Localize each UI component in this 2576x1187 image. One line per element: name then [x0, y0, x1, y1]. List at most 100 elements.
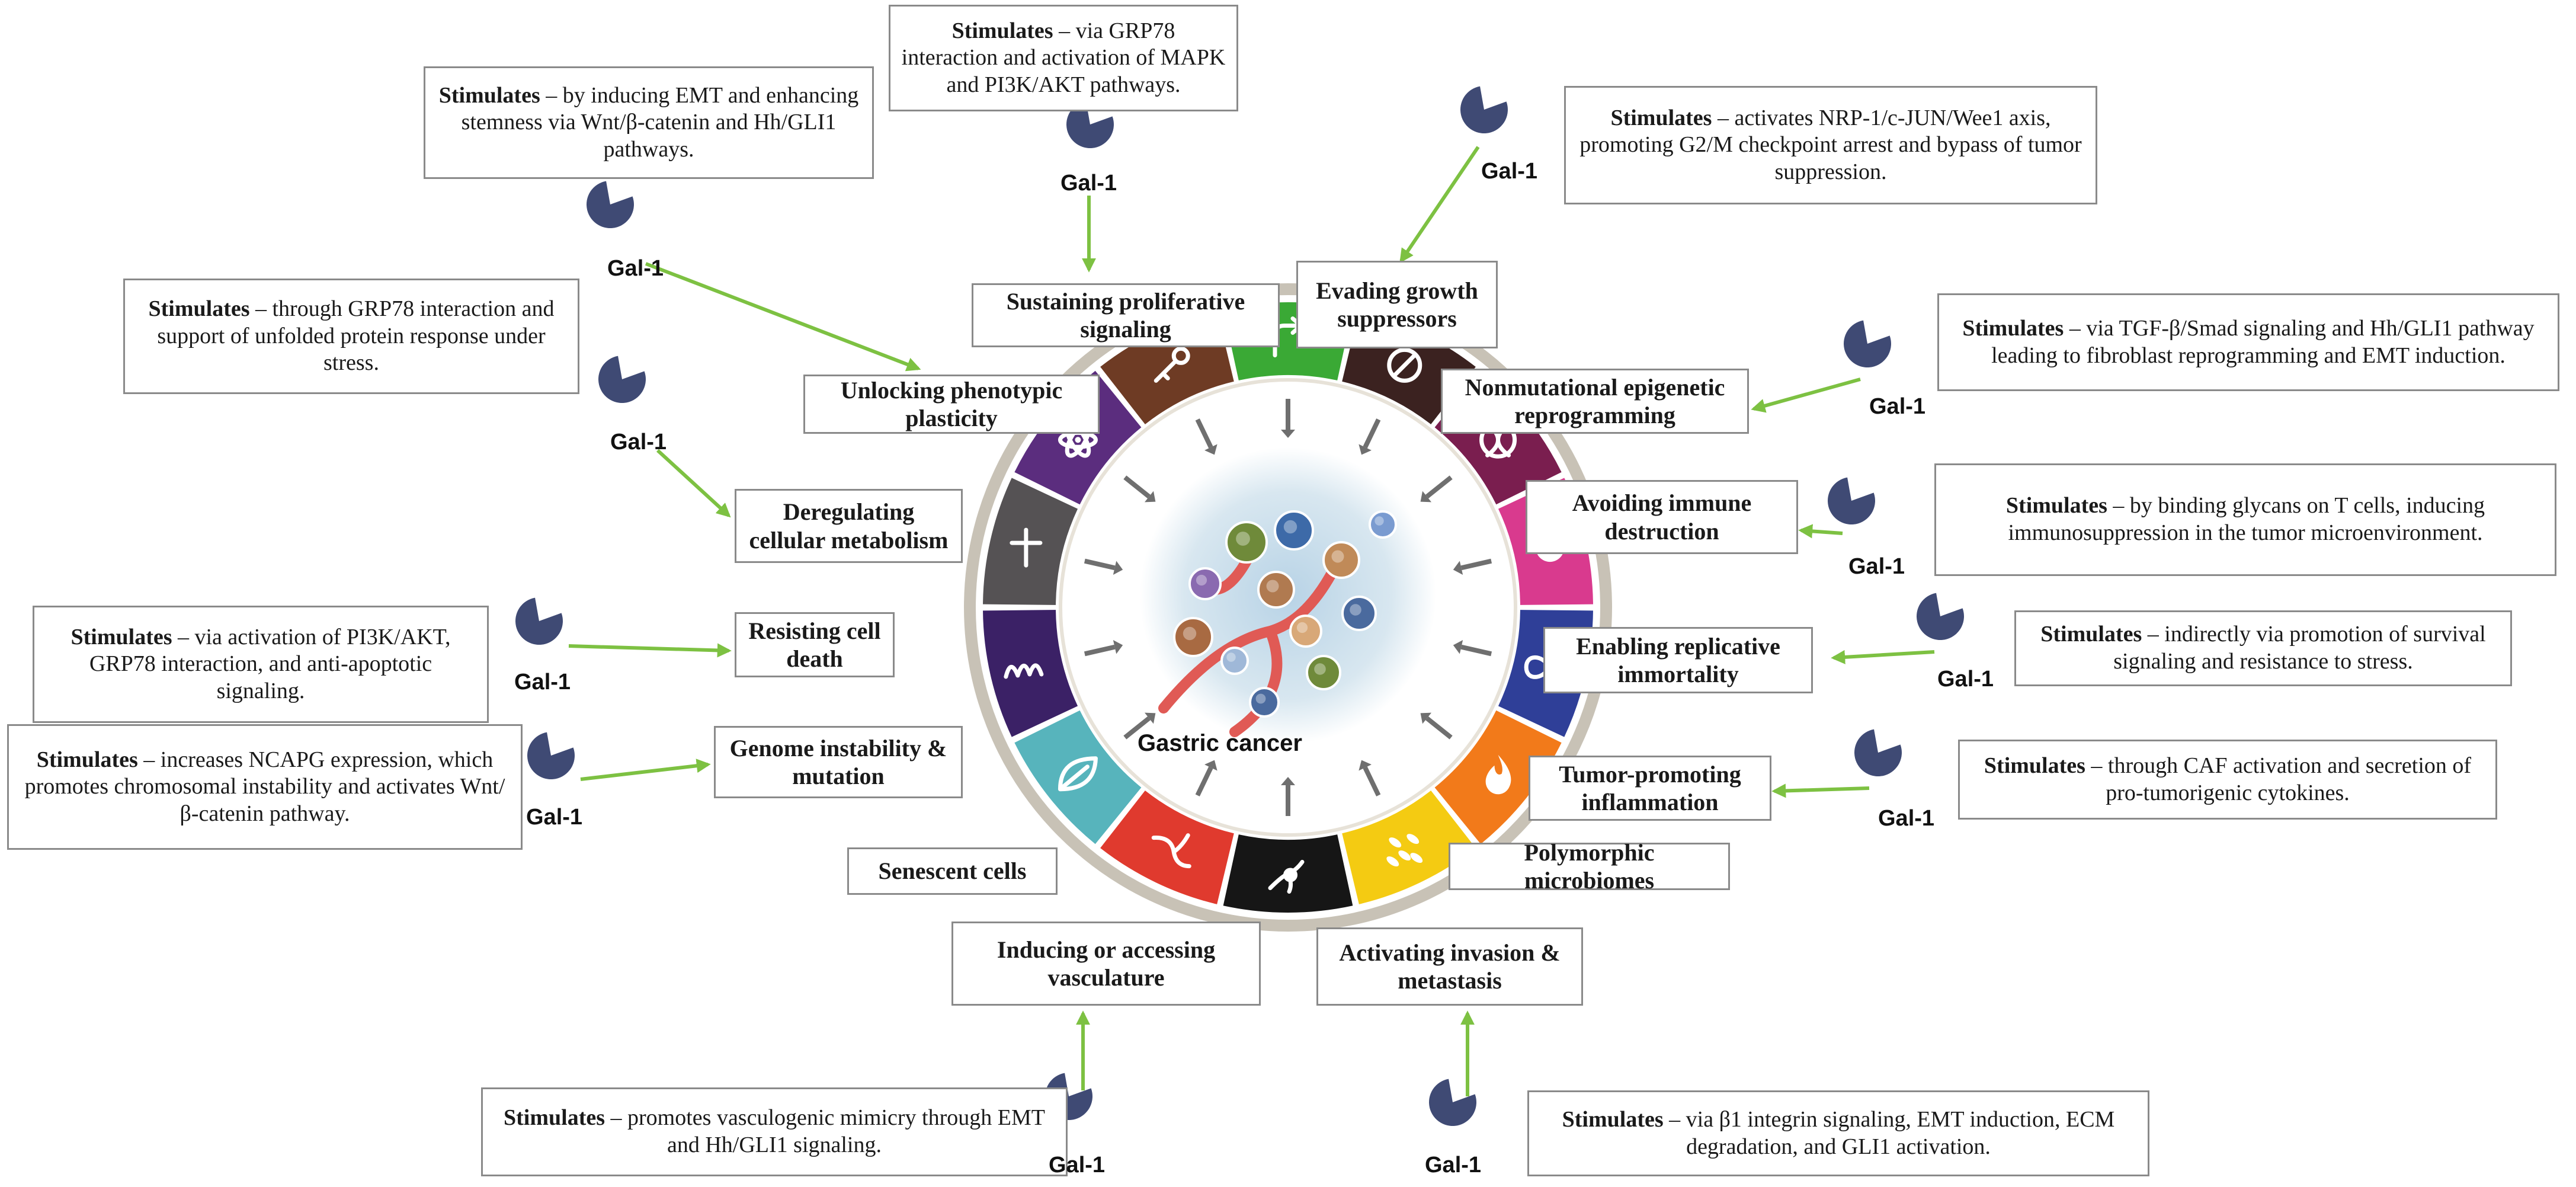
wheel-segment-microbiomes — [1342, 791, 1476, 904]
inward-arrowhead — [1453, 561, 1463, 575]
inward-arrow — [1195, 418, 1213, 449]
stimulates-label: Stimulates — [504, 1105, 605, 1131]
mechanism-box-invasion: Stimulates – via β1 integrin signaling, … — [1527, 1090, 2149, 1176]
stimulates-label: Stimulates — [148, 296, 250, 322]
galectin-icon — [1828, 477, 1875, 524]
stimulates-label: Stimulates — [1984, 753, 2085, 778]
separator: – — [546, 82, 558, 108]
hallmark-label-invasion: Activating invasion & metastasis — [1316, 927, 1583, 1006]
separator: – — [255, 296, 267, 322]
inward-arrowhead — [1420, 491, 1432, 503]
inward-arrowhead — [1144, 491, 1156, 503]
galectin-label: Gal-1 — [1848, 554, 1905, 579]
tumor-cell — [1249, 687, 1280, 718]
cell-nucleus — [1255, 693, 1266, 704]
separator: – — [610, 1105, 622, 1131]
wheel-segment-vasculature — [1100, 791, 1234, 904]
mechanism-text: Stimulates – via activation of PI3K/AKT,… — [45, 624, 476, 705]
separator: – — [2069, 315, 2081, 341]
tumor-cell — [1341, 596, 1377, 631]
mechanism-text: Stimulates – via TGF-β/Smad signaling an… — [1950, 315, 2547, 369]
hallmark-label-senescent: Senescent cells — [847, 847, 1058, 895]
hallmark-label-plasticity: Unlocking phenotypic plasticity — [803, 375, 1100, 434]
separator: – — [143, 747, 155, 772]
galectin-icon — [586, 181, 634, 228]
inward-arrowhead — [1420, 712, 1432, 724]
hallmark-label-epigenetic: Nonmutational epigenetic reprogramming — [1441, 369, 1749, 434]
separator: – — [2113, 493, 2125, 519]
stimulation-arrow — [1798, 524, 1843, 539]
galectin-icon — [1066, 101, 1114, 148]
galectin-label: Gal-1 — [607, 256, 664, 281]
mechanism-text: Stimulates – by binding glycans on T cel… — [1947, 492, 2544, 546]
inward-arrowhead — [1453, 640, 1463, 654]
inward-arrow — [1363, 418, 1381, 449]
hallmark-label-genome: Genome instability & mutation — [714, 726, 963, 798]
stimulates-label: Stimulates — [1610, 105, 1712, 130]
hallmark-label-evading: Evading growth suppressors — [1296, 261, 1498, 348]
tumor-cell — [1306, 655, 1341, 690]
inward-arrow — [1084, 644, 1116, 657]
mechanism-text: Stimulates – through GRP78 interaction a… — [136, 296, 567, 377]
migrating-cell-icon — [1268, 860, 1305, 894]
galectin-icon — [1917, 593, 1964, 641]
inward-arrow — [1195, 766, 1213, 796]
mechanism-description: via GRP78 interaction and activation of … — [901, 18, 1226, 97]
galectin-icon — [1460, 86, 1508, 133]
galectin-icon — [527, 732, 575, 779]
mechanism-box-genome: Stimulates – increases NCAPG expression,… — [7, 724, 523, 850]
separator: – — [1059, 18, 1071, 43]
tumor-cell — [1257, 571, 1295, 609]
stimulates-label: Stimulates — [71, 624, 172, 650]
prohibited-icon — [1387, 347, 1422, 383]
inward-arrow — [1363, 766, 1381, 796]
galectin-icon — [1429, 1079, 1476, 1126]
wheel-outer-ring — [964, 283, 1612, 932]
flame-icon — [1485, 754, 1511, 795]
separator: – — [178, 624, 189, 650]
mechanism-description: activates NRP-1/c-JUN/Wee1 axis, promoti… — [1579, 105, 2082, 184]
stimulation-arrow — [1771, 783, 1870, 798]
separator: – — [2091, 753, 2103, 778]
tumor-cell — [1369, 510, 1397, 539]
stimulation-arrow — [645, 262, 921, 372]
separator: – — [2147, 622, 2159, 647]
stimulation-arrow — [656, 449, 731, 518]
inward-arrowhead — [1113, 561, 1123, 575]
inward-arrowhead — [1359, 760, 1372, 771]
mechanism-description: promotes vasculogenic mimicry through EM… — [627, 1105, 1045, 1157]
mechanism-box-metabolism: Stimulates – through GRP78 interaction a… — [123, 279, 579, 394]
stimulates-label: Stimulates — [1962, 315, 2064, 341]
cell-nucleus — [1183, 626, 1197, 641]
cell-nucleus — [1296, 622, 1308, 634]
hallmark-label-inflammation: Tumor-promoting inflammation — [1529, 756, 1771, 821]
stimulates-label: Stimulates — [1562, 1106, 1664, 1132]
stimulates-label: Stimulates — [951, 18, 1053, 43]
stimulates-label: Stimulates — [2040, 622, 2142, 647]
mechanism-text: Stimulates – indirectly via promotion of… — [2027, 621, 2500, 675]
hallmark-label-vasculature: Inducing or accessing vasculature — [951, 922, 1261, 1006]
stimulation-arrow — [1399, 146, 1480, 263]
mechanism-text: Stimulates – via β1 integrin signaling, … — [1540, 1106, 2137, 1160]
separator: – — [1669, 1106, 1681, 1132]
galectin-label: Gal-1 — [1049, 1153, 1106, 1178]
cell-nucleus — [1314, 663, 1326, 675]
galectin-label: Gal-1 — [526, 805, 583, 830]
galectin-icon — [1844, 320, 1891, 367]
inward-arrowhead — [1281, 777, 1295, 785]
hallmark-label-immortality: Enabling replicative immortality — [1543, 627, 1813, 693]
tumor-cell — [1225, 521, 1268, 564]
inward-arrowhead — [1359, 444, 1372, 455]
hallmark-label-immune: Avoiding immune destruction — [1526, 480, 1798, 554]
inward-arrow — [1123, 716, 1151, 740]
mechanism-box-inflammation: Stimulates – through CAF activation and … — [1958, 740, 2497, 820]
mechanism-text: Stimulates – via GRP78 interaction and a… — [901, 18, 1226, 99]
inward-arrowhead — [1204, 444, 1217, 455]
cell-nucleus — [1331, 550, 1344, 563]
tumor-cell — [1274, 510, 1314, 551]
inward-arrow — [1123, 475, 1151, 499]
mechanism-description: via β1 integrin signaling, EMT induction… — [1686, 1106, 2115, 1159]
mechanism-box-sustaining: Stimulates – via GRP78 interaction and a… — [889, 5, 1238, 111]
mechanism-description: indirectly via promotion of survival sig… — [2113, 622, 2486, 674]
